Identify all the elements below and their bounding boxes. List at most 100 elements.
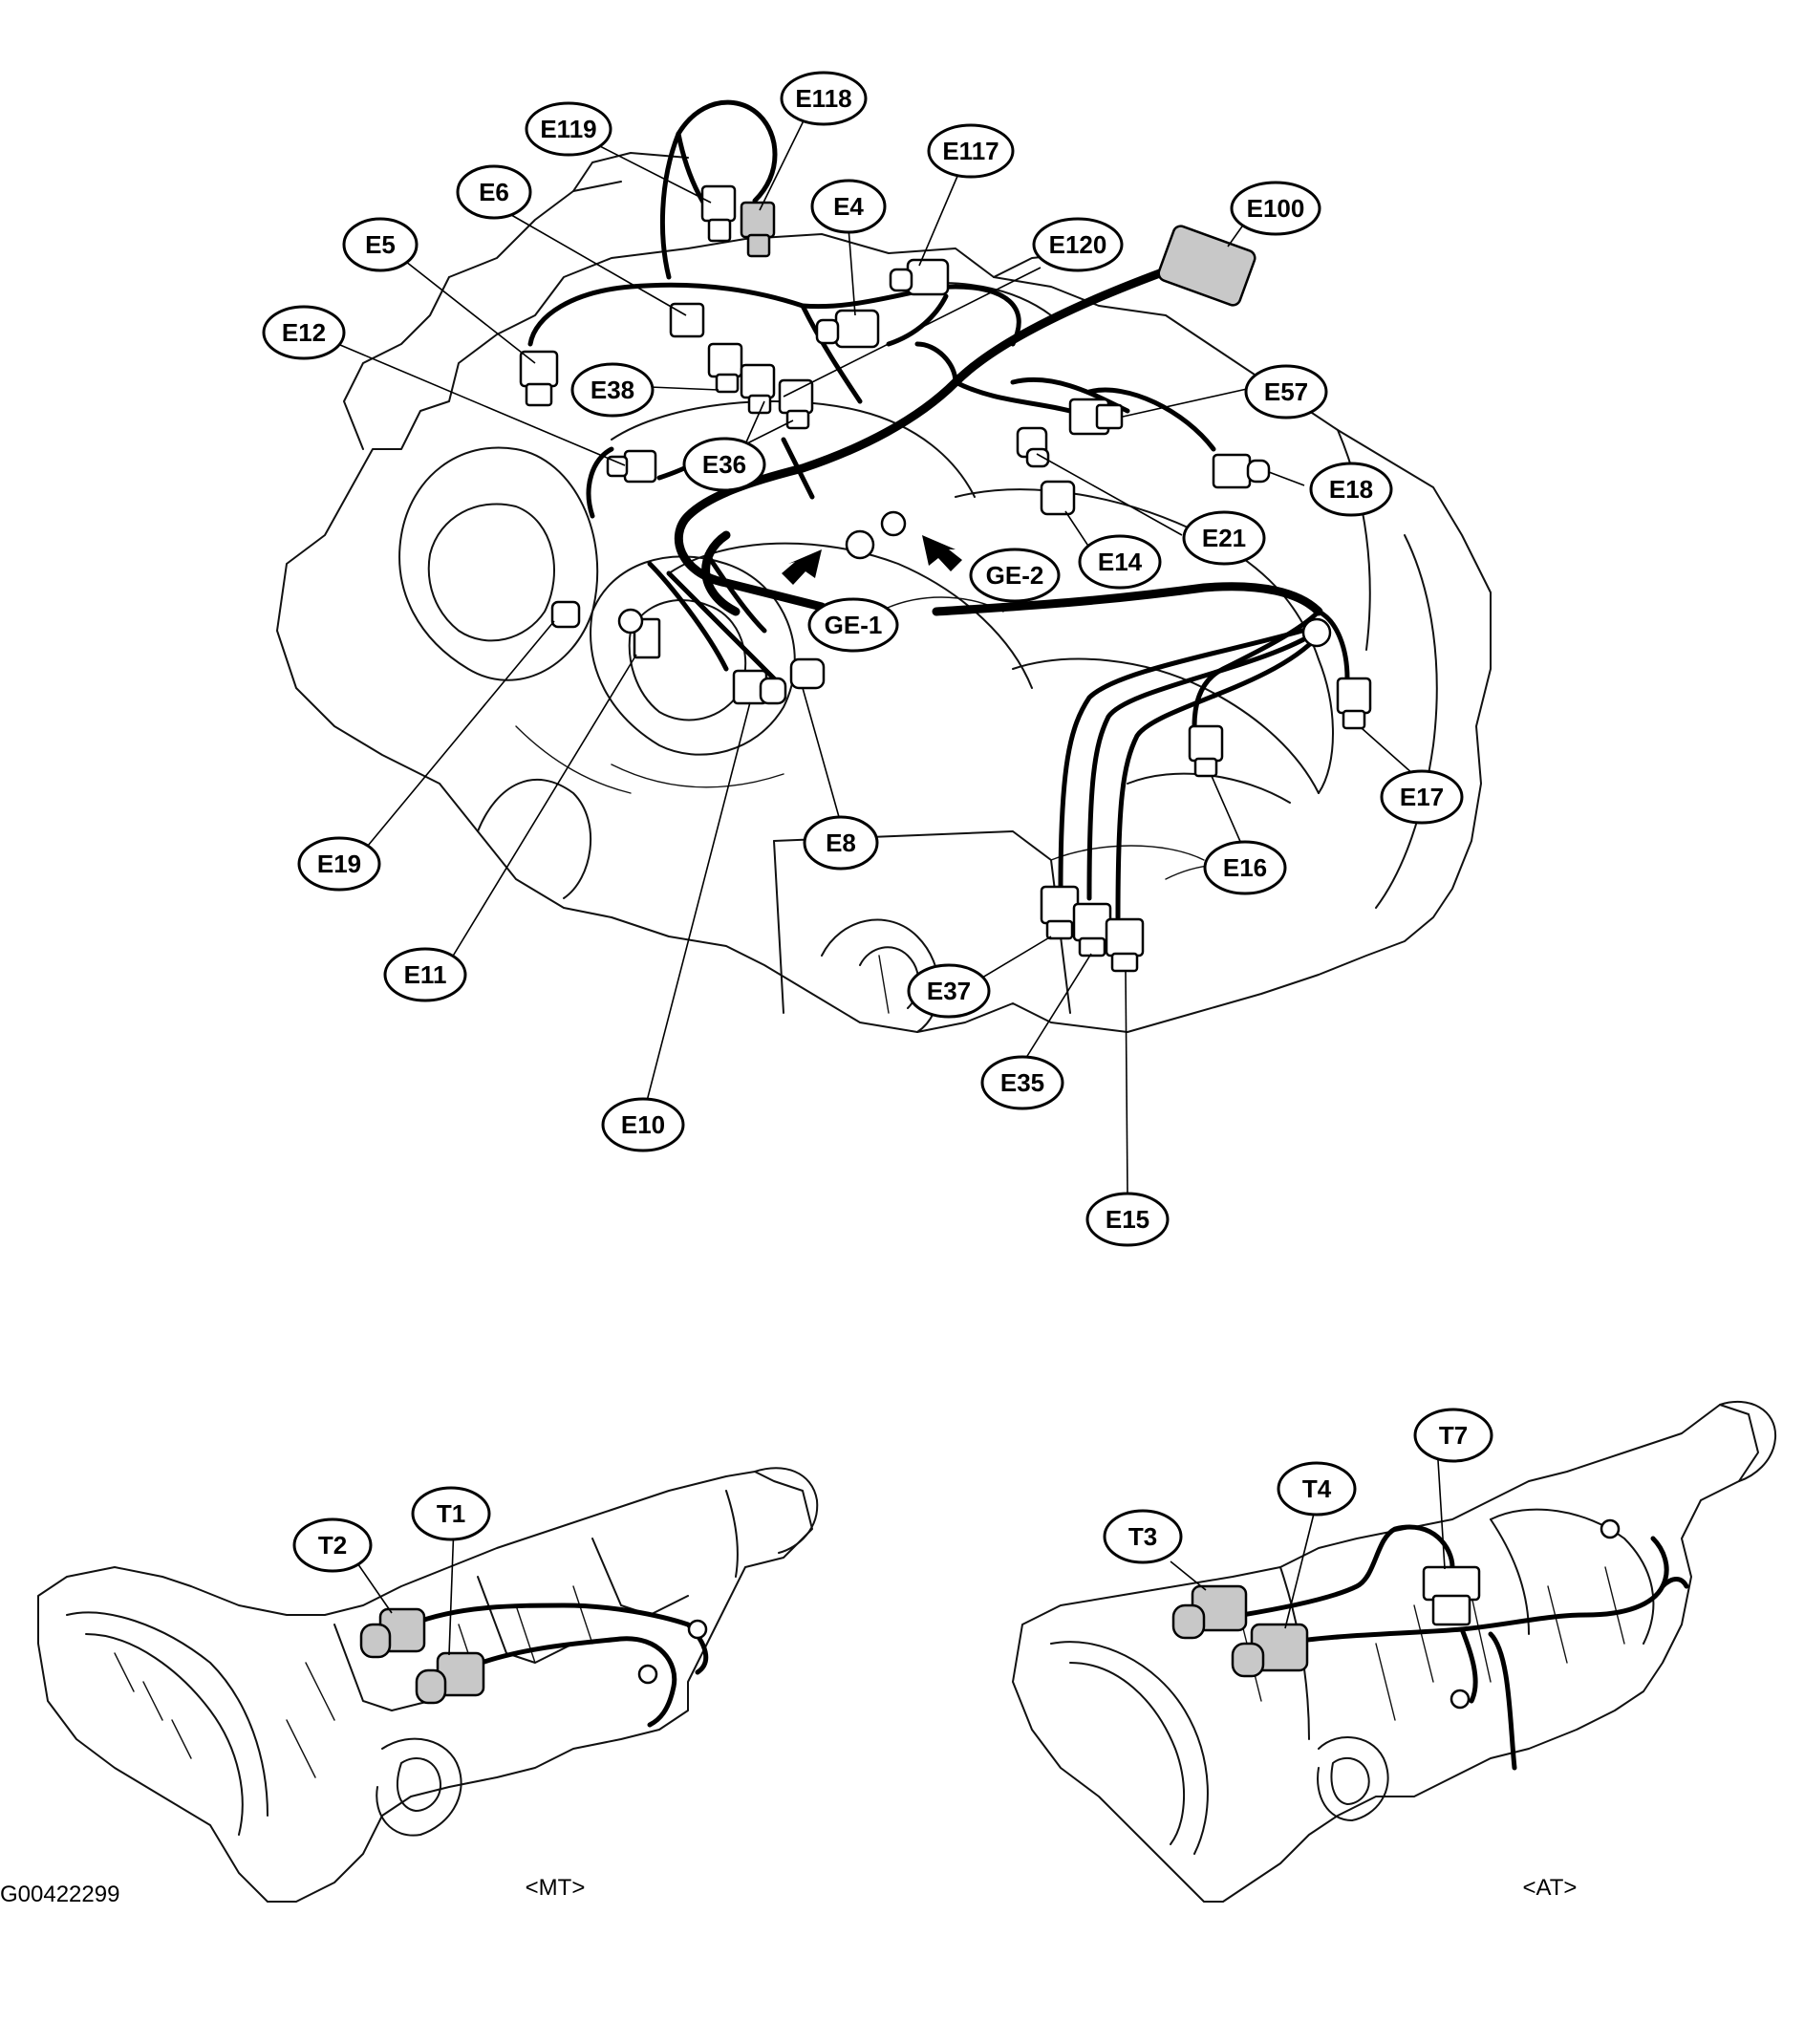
label-e6: E6	[456, 164, 532, 220]
connector-e4	[834, 309, 880, 349]
svg-text:T2: T2	[318, 1531, 347, 1560]
svg-text:E12: E12	[282, 318, 326, 347]
ground-terminal-ge1	[845, 529, 875, 560]
label-e38: E38	[570, 362, 655, 418]
label-e19: E19	[297, 836, 381, 892]
label-ge1: GE-1	[807, 597, 899, 653]
ground-arrows	[782, 535, 962, 585]
label-t7: T7	[1413, 1408, 1493, 1463]
svg-text:E35: E35	[1000, 1068, 1044, 1097]
mt-leaders	[353, 1523, 455, 1656]
label-e100: E100	[1230, 181, 1321, 236]
svg-text:T7: T7	[1439, 1421, 1468, 1450]
svg-text:E19: E19	[317, 850, 361, 878]
label-e12: E12	[262, 305, 346, 360]
svg-text:E119: E119	[540, 115, 596, 143]
connector-e14	[1040, 480, 1076, 516]
engine-labels: E119 E118 E117 E6 E4 E100 E5 E120 E12 E3…	[262, 71, 1464, 1247]
label-t2: T2	[292, 1517, 373, 1573]
svg-text:T4: T4	[1302, 1474, 1332, 1503]
label-e36: E36	[682, 437, 766, 492]
connector-e17	[1336, 677, 1372, 715]
svg-text:GE-1: GE-1	[825, 611, 883, 639]
svg-text:E117: E117	[942, 137, 999, 165]
mt-harness	[359, 1603, 709, 1728]
at-labels: T3 T4 T7	[1103, 1408, 1493, 1564]
connector-e19	[550, 600, 581, 629]
label-e21: E21	[1182, 510, 1266, 566]
connector-e16	[1188, 724, 1224, 763]
svg-text:GE-2: GE-2	[986, 561, 1044, 590]
label-t4: T4	[1277, 1461, 1357, 1517]
connector-e36a	[740, 363, 776, 399]
label-e118: E118	[780, 71, 868, 126]
svg-text:T3: T3	[1128, 1522, 1157, 1551]
label-e17: E17	[1380, 769, 1464, 825]
svg-text:E37: E37	[927, 977, 971, 1005]
engine-connectors	[519, 184, 1372, 973]
svg-text:E120: E120	[1049, 230, 1107, 259]
label-ge2: GE-2	[969, 548, 1061, 603]
svg-text:E118: E118	[795, 84, 851, 113]
mt-caption: <MT>	[526, 1875, 586, 1901]
svg-text:E21: E21	[1202, 524, 1246, 552]
connector-e38	[707, 342, 743, 378]
svg-text:E16: E16	[1223, 853, 1267, 882]
svg-text:E100: E100	[1247, 194, 1305, 223]
label-e120: E120	[1032, 217, 1124, 272]
label-e35: E35	[980, 1055, 1064, 1110]
label-e57: E57	[1244, 364, 1328, 420]
connector-e100	[1157, 225, 1256, 307]
at-leaders	[1170, 1459, 1446, 1629]
svg-text:E8: E8	[826, 828, 856, 857]
label-e10: E10	[601, 1097, 685, 1152]
connector-e37	[1040, 885, 1080, 925]
svg-text:E38: E38	[591, 376, 634, 404]
label-e5: E5	[342, 217, 419, 272]
at-harness	[1171, 1518, 1689, 1771]
connector-e18	[1212, 453, 1252, 489]
figure-id: G00422299	[0, 1882, 119, 1907]
connector-e119	[700, 184, 737, 223]
mt-labels: T2 T1	[292, 1486, 491, 1573]
label-t1: T1	[411, 1486, 491, 1541]
svg-text:E5: E5	[365, 230, 396, 259]
label-e37: E37	[907, 963, 991, 1019]
engine-illustration	[276, 152, 1492, 1033]
svg-text:E36: E36	[702, 450, 746, 479]
label-e119: E119	[525, 101, 612, 157]
ground-terminal-ge2	[880, 510, 907, 537]
connector-e8	[789, 657, 826, 690]
at-caption: <AT>	[1523, 1875, 1578, 1901]
connector-e15	[1105, 917, 1145, 957]
label-t3: T3	[1103, 1509, 1183, 1564]
svg-text:E18: E18	[1329, 475, 1373, 504]
connector-e35	[1072, 902, 1112, 942]
label-e117: E117	[927, 123, 1015, 179]
svg-text:E14: E14	[1098, 548, 1143, 576]
label-e18: E18	[1309, 462, 1393, 517]
label-e15: E15	[1085, 1192, 1170, 1247]
arrow-icon	[782, 549, 822, 585]
svg-text:E4: E4	[833, 192, 864, 221]
label-e11: E11	[383, 947, 467, 1002]
svg-text:E57: E57	[1264, 377, 1308, 406]
svg-text:E10: E10	[621, 1110, 665, 1139]
at-transmission-illustration	[1012, 1400, 1777, 1903]
label-e8: E8	[803, 815, 879, 871]
svg-text:E17: E17	[1400, 783, 1444, 811]
connector-e117	[906, 258, 950, 296]
label-e4: E4	[810, 179, 887, 234]
mt-transmission-illustration	[37, 1467, 819, 1903]
svg-text:E6: E6	[479, 178, 509, 206]
arrow-icon	[922, 535, 962, 571]
label-e16: E16	[1203, 840, 1287, 895]
connector-e118	[740, 201, 776, 239]
svg-text:E11: E11	[404, 960, 447, 989]
label-e14: E14	[1078, 534, 1162, 590]
engine-harness	[527, 99, 1350, 920]
connector-e12	[623, 449, 657, 484]
svg-text:T1: T1	[437, 1499, 465, 1528]
svg-text:E15: E15	[1106, 1205, 1149, 1234]
